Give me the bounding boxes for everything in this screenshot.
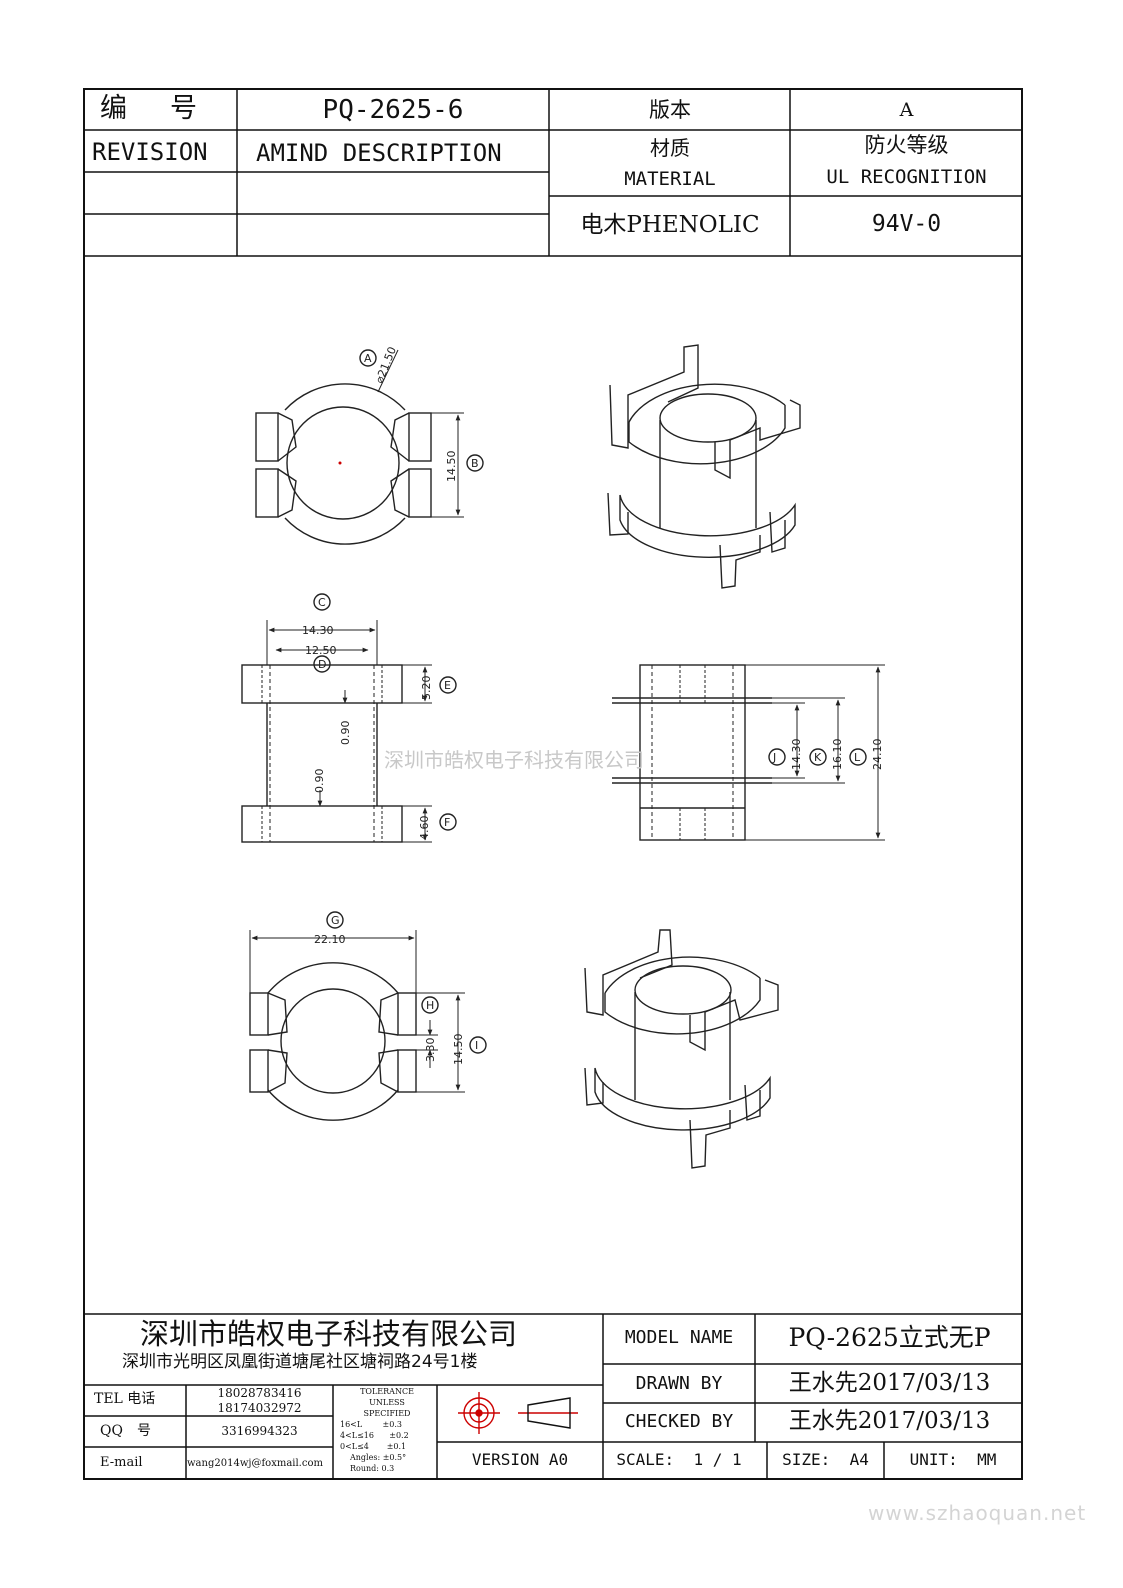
- tel-label: TEL 电话: [94, 1391, 156, 1407]
- company-watermark: 深圳市皓权电子科技有限公司: [384, 748, 644, 772]
- dim-C: 14.30: [302, 624, 334, 637]
- number-label: 编 号: [100, 93, 205, 124]
- tolerance-line: 4<L≤16 ±0.2: [340, 1431, 409, 1440]
- isometric-view-top: [607, 344, 801, 589]
- tolerance-line: Angles: ±0.5°: [350, 1453, 407, 1462]
- top-view: [255, 349, 484, 545]
- label-H: H: [426, 999, 434, 1012]
- size-value: SIZE: A4: [782, 1450, 869, 1469]
- label-A: A: [364, 352, 372, 365]
- projection-cone: [527, 1397, 571, 1429]
- material-value: 电木PHENOLIC: [580, 212, 760, 238]
- tolerance-line: SPECIFIED: [363, 1409, 411, 1418]
- label-J: J: [772, 751, 776, 764]
- qq-label: QQ 号: [100, 1423, 151, 1439]
- version-value: A: [899, 99, 914, 121]
- unit-value: UNIT: MM: [909, 1450, 997, 1469]
- part-number: PQ-2625-6: [322, 95, 464, 125]
- version-code: VERSION A0: [471, 1450, 569, 1469]
- revision-label: REVISION: [92, 138, 208, 166]
- projection-symbol: [458, 1392, 578, 1434]
- footer-company: 深圳市皓权电子科技有限公司: [140, 1317, 518, 1351]
- version-label: 版本: [649, 98, 691, 122]
- tolerance-line: 16<L ±0.3: [340, 1420, 402, 1429]
- label-C: C: [318, 596, 326, 609]
- model-value: PQ-2625立式无P: [788, 1323, 991, 1352]
- email-label: E-mail: [100, 1455, 143, 1470]
- label-E: E: [444, 679, 451, 692]
- label-F: F: [444, 816, 450, 829]
- fire-label-cn: 防火等级: [864, 133, 949, 157]
- dim-G: 22.10: [314, 933, 346, 946]
- scale-value: SCALE: 1 / 1: [616, 1450, 742, 1469]
- drawing-frame: [83, 88, 1023, 1480]
- dim-L: 24.10: [871, 739, 884, 771]
- tolerance-line: Round: 0.3: [350, 1464, 395, 1473]
- dim-gap-bottom: 0.90: [313, 769, 326, 794]
- label-K: K: [814, 751, 822, 764]
- dim-D: 12.50: [305, 644, 337, 657]
- tolerance-line: TOLERANCE: [360, 1387, 414, 1396]
- label-B: B: [471, 457, 479, 470]
- dim-E: 5.20: [420, 676, 433, 701]
- footer-address: 深圳市光明区凤凰街道塘尾社区塘祠路24号1楼: [122, 1352, 478, 1372]
- material-label-cn: 材质: [650, 136, 690, 160]
- checked-value: 王水先2017/03/13: [788, 1408, 991, 1434]
- center-mark: [338, 461, 342, 465]
- side-view-left: [241, 593, 457, 843]
- tel-2: 18174032972: [217, 1401, 302, 1415]
- dim-B: 14.50: [445, 451, 458, 483]
- label-L: L: [854, 751, 861, 764]
- dim-H: 3.30: [424, 1038, 437, 1063]
- label-I: I: [475, 1039, 478, 1052]
- label-G: G: [331, 914, 340, 927]
- dim-J: 14.30: [790, 739, 803, 771]
- fire-label-en: UL RECOGNITION: [826, 166, 987, 188]
- dim-F: 4.60: [418, 816, 431, 841]
- tel-1: 18028783416: [217, 1386, 302, 1400]
- material-label-en: MATERIAL: [624, 168, 716, 190]
- checked-label: CHECKED BY: [624, 1411, 734, 1432]
- bottom-view: [249, 911, 487, 1121]
- label-D: D: [318, 658, 326, 671]
- tolerance-line: UNLESS: [369, 1398, 405, 1407]
- drawn-label: DRAWN BY: [635, 1373, 723, 1394]
- site-watermark: www.szhaoquan.net: [868, 1501, 1087, 1525]
- amend-label: AMIND DESCRIPTION: [256, 139, 502, 167]
- dim-gap-top: 0.90: [339, 721, 352, 746]
- isometric-view-bottom: [584, 929, 779, 1169]
- fire-value: 94V-0: [871, 211, 942, 237]
- dim-I: 14.50: [452, 1034, 465, 1066]
- drawn-value: 王水先2017/03/13: [788, 1370, 991, 1396]
- tolerance-notes: TOLERANCE UNLESS SPECIFIED 16<L ±0.3 4<L…: [340, 1386, 434, 1474]
- dim-K: 16.10: [831, 739, 844, 771]
- qq-value: 3316994323: [221, 1424, 298, 1438]
- email-value: wang2014wj@foxmail.com: [187, 1458, 323, 1469]
- model-label: MODEL NAME: [624, 1327, 734, 1348]
- side-view-right: [612, 664, 885, 841]
- tolerance-line: 0<L≤4 ±0.1: [340, 1442, 407, 1451]
